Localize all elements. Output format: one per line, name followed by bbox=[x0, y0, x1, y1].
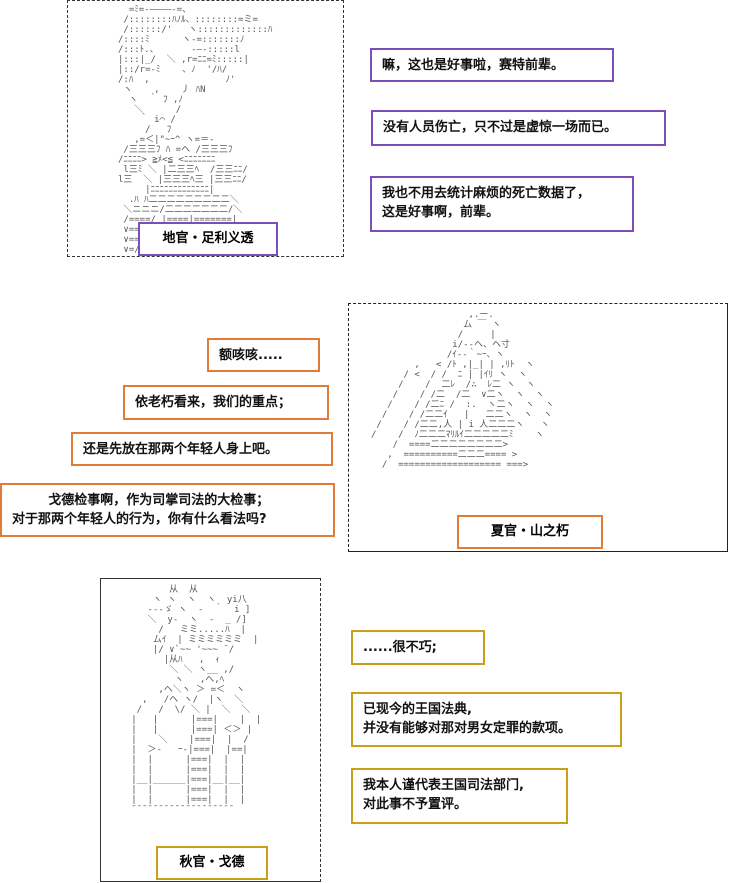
speaker-name-tag-3: 秋官・戈德 bbox=[156, 846, 268, 880]
ascii-art-frame-1: =ﾐ=-――――-=、 /::::::::ﾊﾉﾙ、::::::::=ミ= /::… bbox=[67, 0, 344, 257]
dialogue-box-2-1: 额咳咳..... bbox=[207, 338, 320, 372]
dialogue-box-3-2: 已现今的王国法典, 并没有能够对那对男女定罪的款项。 bbox=[351, 692, 622, 747]
dialogue-box-2-2: 依老朽看来，我们的重点； bbox=[123, 385, 329, 420]
dialogue-box-3-3: 我本人谨代表王国司法部门, 对此事不予置评。 bbox=[351, 768, 568, 824]
dialogue-box-1-3: 我也不用去统计麻烦的死亡数据了， 这是好事啊，前辈。 bbox=[370, 176, 634, 232]
speaker-name-tag-2: 夏官・山之朽 bbox=[457, 515, 603, 549]
ascii-art-frame-3: 从 从 ヽ ヽ ヽ ヽ yi八 ---ゞ ヽ - ｀ i ] ＼ y- ヽ - … bbox=[100, 578, 321, 882]
ascii-art-character-1: =ﾐ=-――――-=、 /::::::::ﾊﾉﾙ、::::::::=ミ= /::… bbox=[118, 5, 273, 255]
speaker-name-tag-1: 地官・足利义透 bbox=[138, 222, 278, 256]
dialogue-box-3-1: ......很不巧; bbox=[351, 630, 485, 665]
dialogue-box-1-1: 嘛，这也是好事啦，赛特前辈。 bbox=[370, 48, 614, 82]
dialogue-box-1-2: 没有人员伤亡，只不过是虚惊一场而已。 bbox=[371, 110, 666, 146]
dialogue-box-2-4: 戈德检事啊，作为司掌司法的大检事； 对于那两个年轻人的行为，你有什么看法吗? bbox=[0, 483, 335, 537]
ascii-art-character-2: ,.ー. ム ￣ ヽ / | i/--ヘ、ヘ寸 /ｲ--｀~ｰ、ヽ , < /ﾄ… bbox=[371, 310, 555, 470]
ascii-art-character-3: 从 从 ヽ ヽ ヽ ヽ yi八 ---ゞ ヽ - ｀ i ] ＼ y- ヽ - … bbox=[131, 585, 262, 815]
dialogue-box-2-3: 还是先放在那两个年轻人身上吧。 bbox=[71, 432, 333, 466]
ascii-art-frame-2: ,.ー. ム ￣ ヽ / | i/--ヘ、ヘ寸 /ｲ--｀~ｰ、ヽ , < /ﾄ… bbox=[348, 303, 728, 552]
